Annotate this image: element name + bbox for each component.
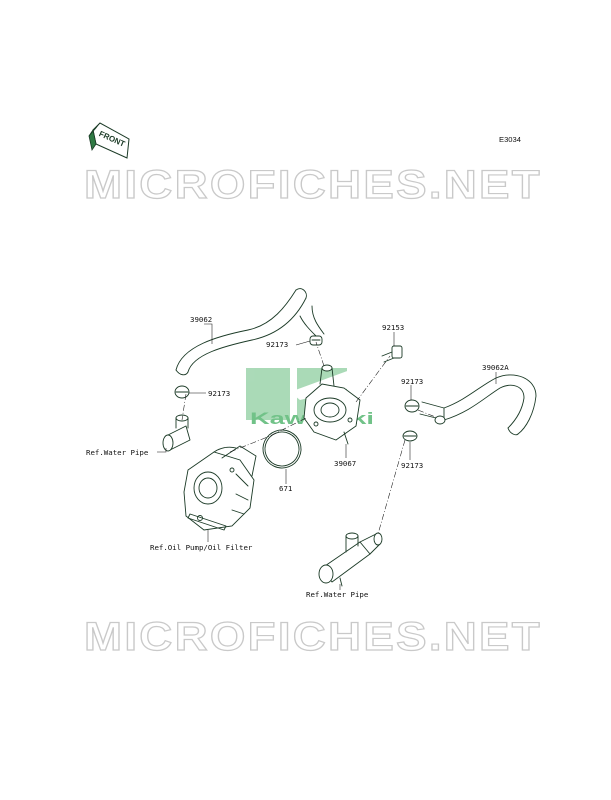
diagram-code: E3034 bbox=[499, 135, 521, 144]
hose-39062A[interactable] bbox=[419, 374, 537, 436]
bolt-92153[interactable] bbox=[381, 345, 403, 363]
callout-671: 671 bbox=[279, 484, 292, 493]
callout-92173-right-top: 92173 bbox=[401, 377, 423, 386]
ref-water-pipe-bottom: Ref.Water Pipe bbox=[306, 590, 369, 599]
clamp-92173-right-bottom[interactable] bbox=[402, 415, 446, 442]
watermark-text-top: MICROFICHES.NET bbox=[84, 163, 542, 207]
callout-92173-top: 92173 bbox=[266, 340, 288, 349]
oring-671[interactable] bbox=[258, 425, 307, 474]
callout-92173-right-bottom: 92173 bbox=[401, 461, 423, 470]
ref-oil-pump-oil-filter: Ref.Oil Pump/Oil Filter bbox=[150, 543, 253, 552]
assembly-centerlines bbox=[181, 341, 439, 535]
callout-39067: 39067 bbox=[334, 459, 356, 468]
clamp-92173-right-top[interactable] bbox=[404, 399, 420, 413]
watermark-bottom: MICROFICHES.NET bbox=[83, 614, 542, 659]
callout-39062: 39062 bbox=[190, 315, 212, 324]
watermark-text-bottom: MICROFICHES.NET bbox=[84, 615, 542, 659]
hose-39062[interactable] bbox=[175, 288, 325, 376]
water-pipe-bottom[interactable] bbox=[318, 532, 383, 587]
callout-92173-left: 92173 bbox=[208, 389, 230, 398]
water-pump-housing-39067[interactable] bbox=[303, 364, 361, 445]
ref-water-pipe-left: Ref.Water Pipe bbox=[86, 448, 149, 457]
watermark-top: MICROFICHES.NET bbox=[83, 162, 542, 207]
oil-pump-body[interactable] bbox=[183, 445, 257, 531]
front-arrow-icon: FRONT bbox=[88, 122, 130, 159]
water-pipe-left-stub[interactable] bbox=[162, 414, 191, 452]
callout-leaders bbox=[157, 323, 497, 590]
callout-39062A: 39062A bbox=[482, 363, 509, 372]
clamp-92173-left[interactable] bbox=[174, 385, 190, 399]
callout-92153: 92153 bbox=[382, 323, 404, 332]
clamp-92173-top[interactable] bbox=[309, 335, 323, 346]
